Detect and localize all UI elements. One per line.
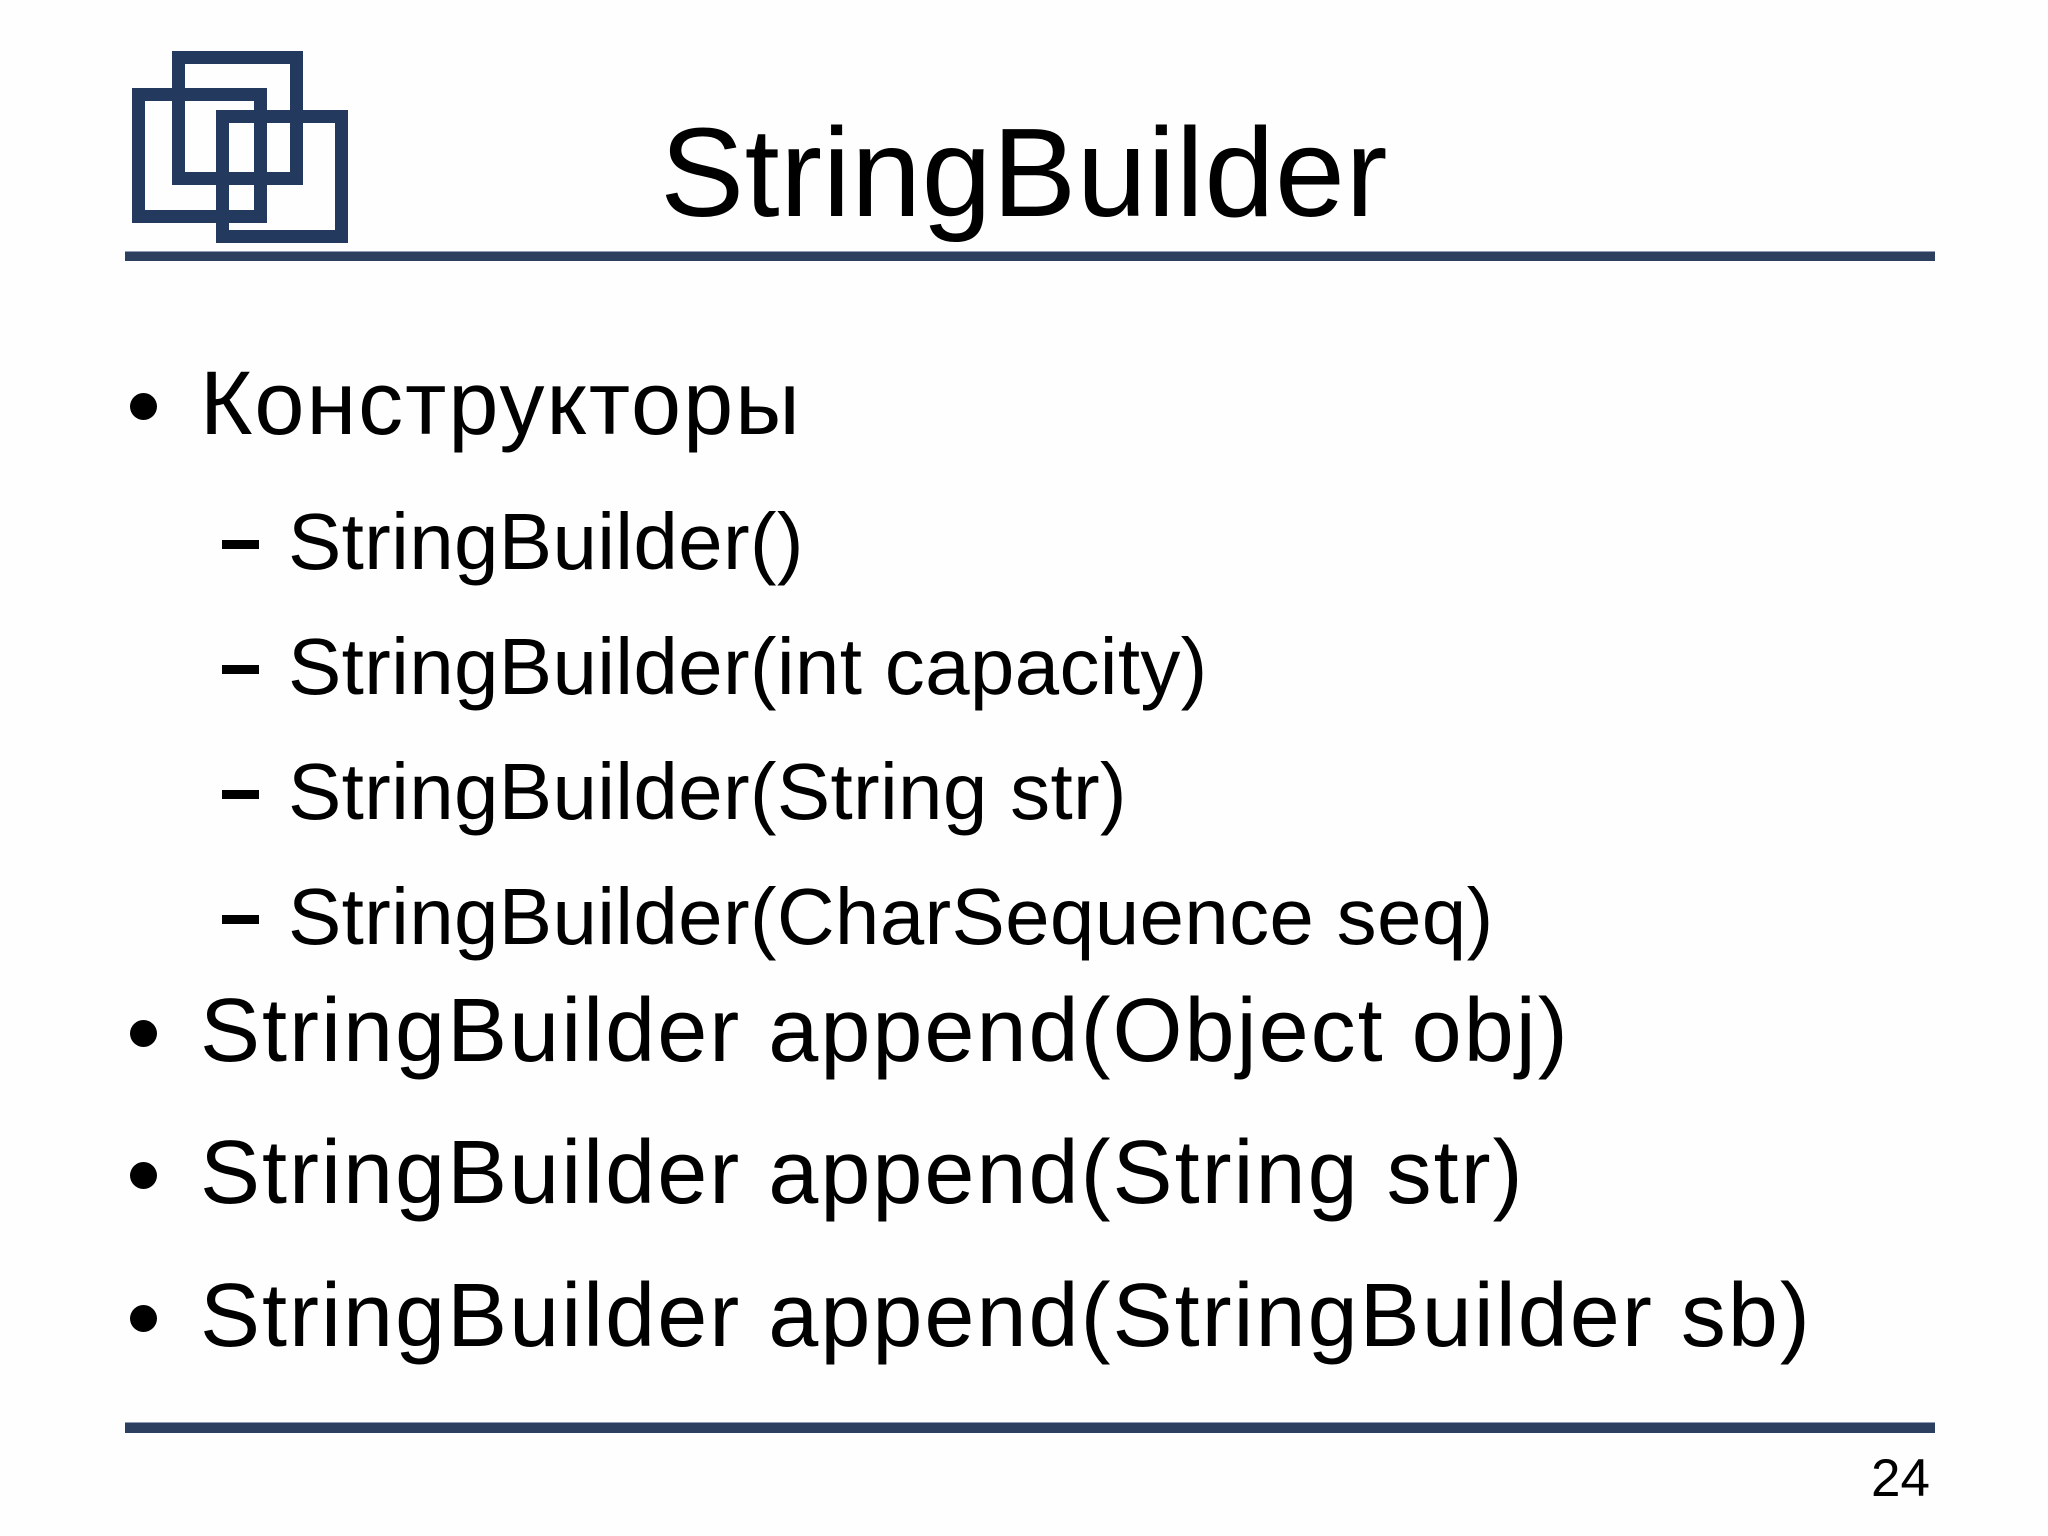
- bullet-list: Конструкторы StringBuilder() StringBuild…: [130, 353, 1998, 1368]
- bullet-dot-icon: [130, 1019, 157, 1047]
- page-title: StringBuilder: [660, 102, 1388, 243]
- list-item: Конструкторы: [130, 353, 1998, 457]
- dash-bullet-icon: [222, 914, 259, 924]
- page-number: 24: [1871, 1449, 1930, 1508]
- list-item: StringBuilder append(Object obj): [130, 980, 1998, 1084]
- list-item: StringBuilder(int capacity): [130, 621, 1998, 713]
- dash-bullet-icon: [222, 539, 259, 549]
- footer-divider: [125, 1422, 1935, 1433]
- overlapping-squares-logo-icon: [132, 51, 348, 243]
- bullet-dot-icon: [130, 393, 157, 420]
- list-item: StringBuilder(String str): [130, 746, 1998, 838]
- bullet-dot-icon: [130, 1304, 157, 1332]
- list-item-text: Конструкторы: [200, 354, 802, 454]
- dash-bullet-icon: [222, 789, 259, 799]
- list-item-text: StringBuilder append(Object obj): [200, 980, 1570, 1081]
- bullet-dot-icon: [130, 1162, 157, 1189]
- dash-bullet-icon: [222, 664, 259, 674]
- list-item-text: StringBuilder(String str): [288, 746, 1127, 836]
- title-divider: [125, 251, 1935, 261]
- list-item-text: StringBuilder(): [288, 496, 804, 586]
- list-item: StringBuilder(CharSequence seq): [130, 871, 1998, 963]
- list-item-text: StringBuilder append(StringBuilder sb): [200, 1265, 1812, 1366]
- list-item-text: StringBuilder(int capacity): [288, 621, 1208, 711]
- list-item-text: StringBuilder append(String str): [200, 1123, 1525, 1223]
- list-item: StringBuilder append(String str): [130, 1122, 1998, 1226]
- list-item: StringBuilder append(StringBuilder sb): [130, 1265, 1998, 1369]
- list-item: StringBuilder(): [130, 496, 1998, 588]
- list-item-text: StringBuilder(CharSequence seq): [288, 871, 1494, 961]
